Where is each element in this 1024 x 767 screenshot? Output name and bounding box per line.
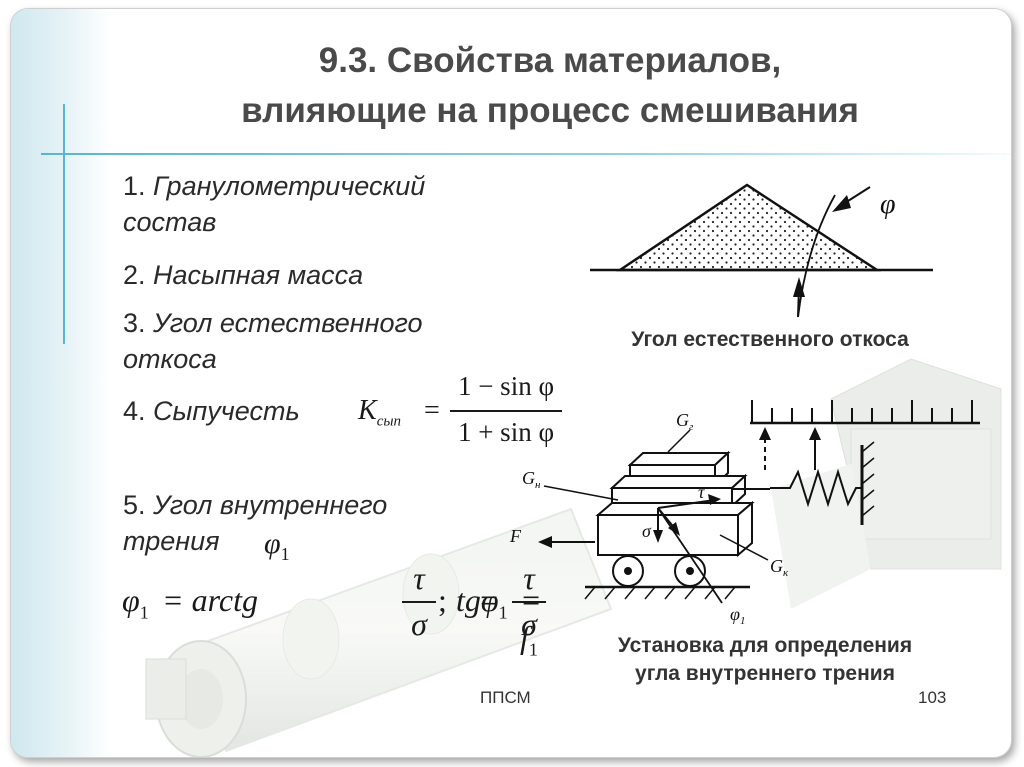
fraction-bar <box>402 601 436 603</box>
shear-apparatus-diagram: Gг Gн Gк F τ σ φ1 <box>509 400 980 627</box>
fraction-bar <box>450 410 562 412</box>
flowability-formula: Kсып = 1 − sin φ 1 + sin φ <box>358 371 568 457</box>
scale-ticks <box>751 400 973 423</box>
label-sigma: σ <box>642 521 652 541</box>
formula-lhs: φ1 <box>122 582 149 623</box>
left-accent-band <box>11 9 111 757</box>
formula-k-numerator: 1 − sin φ <box>457 371 555 401</box>
background-machine-illustration <box>145 358 1002 757</box>
title-line-1: 9.3. Свойства материалов, <box>318 41 782 80</box>
list-item-1: 1. Гранулометрический состав <box>123 168 425 240</box>
caption-setup: Установка для определения угла внутренне… <box>570 632 960 688</box>
ground-hatch <box>584 586 736 600</box>
formula-k-equals: = <box>424 395 440 426</box>
formula-arctg: = arctg <box>162 582 258 618</box>
slide-title: 9.3. Свойства материалов, влияющие на пр… <box>120 36 980 136</box>
label-force-f: F <box>509 526 522 546</box>
angle-arc <box>797 194 836 318</box>
list-item-number: 1. <box>123 171 146 201</box>
label-tau: τ <box>698 482 705 502</box>
fraction-bar <box>512 601 546 603</box>
label-g-k: Gк <box>770 556 789 579</box>
list-item-number: 5. <box>123 490 146 520</box>
decorative-vertical-line <box>63 104 65 344</box>
slope-angle-diagram: φ <box>590 183 933 318</box>
wall-hatch <box>861 441 875 517</box>
list-item-text: Угол естественного <box>153 308 423 338</box>
phi-label: φ <box>880 189 896 220</box>
tau-arrow <box>657 499 716 509</box>
upper-box-top <box>609 475 748 489</box>
list-item-text-cont: откоса <box>123 344 217 374</box>
leader-gn <box>543 485 619 501</box>
friction-angle-formula-tail: = τ σ <box>478 560 558 650</box>
list-item-text-cont: трения <box>123 526 220 556</box>
list-item-3: 3. Угол естественного откоса <box>123 305 423 377</box>
caption-setup-line-2: угла внутреннего трения <box>635 662 895 685</box>
top-load-top <box>627 452 731 466</box>
label-g-n: Gн <box>522 468 541 491</box>
list-item-2: 2. Насыпная масса <box>123 257 363 293</box>
list-item-number: 4. <box>123 396 146 426</box>
resultant-line <box>657 507 723 604</box>
list-item-text: Гранулометрический <box>153 171 426 201</box>
spring <box>770 468 862 508</box>
title-line-2: влияющие на процесс смешивания <box>241 91 859 130</box>
list-item-number: 3. <box>123 308 146 338</box>
formula-tg: tgφ1 <box>456 582 508 623</box>
formula-eq3: = <box>478 582 500 618</box>
arrow-head <box>832 195 851 212</box>
list-item-text: Насыпная масса <box>153 260 364 290</box>
list-item-5: 5. Угол внутреннего трения <box>123 487 387 559</box>
list-item-text: Угол внутреннего <box>153 490 388 520</box>
pointer-arrow <box>759 427 771 440</box>
arrow-head <box>793 277 805 297</box>
slide-frame <box>10 8 1012 758</box>
decorative-horizontal-line <box>41 153 1011 155</box>
label-g-r: Gг <box>676 410 694 433</box>
fraction-1-numerator: τ <box>413 560 425 596</box>
formula-k-denominator: 1 + sin φ <box>457 417 555 447</box>
list-item-text: Сыпучесть <box>153 396 300 426</box>
caption-setup-line-1: Установка для определения <box>617 634 913 657</box>
list-item-number: 2. <box>123 260 146 290</box>
friction-angle-formula: φ1 = arctg τ σ ; tgφ1 = f1 <box>122 560 562 659</box>
list-item-text-cont: состав <box>123 207 217 237</box>
formula-k-symbol: Kсып <box>358 395 402 430</box>
leader-gr <box>667 429 691 453</box>
fraction-2-denominator: σ <box>521 606 537 642</box>
pointer-arrow <box>809 427 821 440</box>
fraction-2-numerator: τ <box>523 560 535 596</box>
leader-gk <box>719 534 769 561</box>
material-heap <box>615 183 882 272</box>
caption-slope-angle: Угол естественного откоса <box>631 328 909 351</box>
label-phi1: φ1 <box>730 604 745 627</box>
phi1-symbol: φ1 <box>264 527 290 564</box>
page-number: 103 <box>918 688 947 707</box>
fraction-1-denominator: σ <box>411 606 427 642</box>
formula-f: = f1 <box>520 582 542 660</box>
list-item-4: 4. Сыпучесть <box>123 393 300 429</box>
footer-left: ППСМ <box>480 688 531 707</box>
formula-separator: ; <box>438 582 447 618</box>
